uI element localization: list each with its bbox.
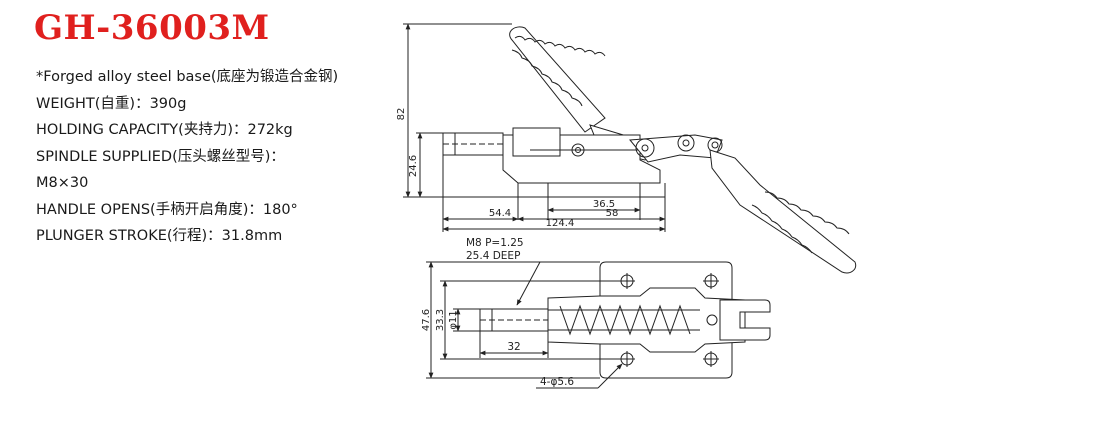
- spec-handle-opens: HANDLE OPENS(手柄开启角度)：180°: [36, 201, 298, 218]
- spec-spindle-supplied: SPINDLE SUPPLIED(压头螺丝型号)：: [36, 148, 285, 165]
- handle-yoke: [719, 299, 771, 341]
- spec-list: *Forged alloy steel base(底座为锻造合金钢) WEIGH…: [36, 64, 366, 250]
- spec-weight: WEIGHT(自重)：390g: [36, 95, 187, 112]
- dim-length-overall: 124.4: [442, 218, 666, 232]
- spec-spindle-size: M8×30: [36, 175, 89, 191]
- thread-note-depth: 25.4 DEEP: [466, 250, 520, 262]
- dim-width-overall-label: 47.6: [421, 309, 432, 331]
- dim-height-overall-label: 82: [396, 108, 407, 121]
- thread-note-pitch: M8 P=1.25: [466, 237, 524, 249]
- dim-58-label: 58: [606, 208, 619, 219]
- spec-holding-capacity: HOLDING CAPACITY(夹持力)：272kg: [36, 122, 293, 138]
- dim-hole-spacing-label: 33.3: [435, 309, 446, 331]
- dim-365: 36.5: [547, 199, 641, 213]
- dim-height-overall: 82: [396, 23, 512, 198]
- dim-height-base: 24.6: [408, 132, 443, 198]
- side-view: 82 24.6 36.5 54.4 58 124.4: [396, 23, 857, 274]
- top-view: M8 P=1.25 25.4 DEEP 47.6: [421, 237, 771, 389]
- handle-grip-upper: [509, 26, 606, 133]
- dim-length-overall-label: 124.4: [546, 218, 575, 229]
- spring: [559, 304, 691, 336]
- dim-58-544: 54.4 58: [442, 208, 666, 222]
- product-model-title: GH-36003M: [34, 8, 270, 48]
- spec-plunger-stroke: PLUNGER STROKE(行程)：31.8mm: [36, 228, 283, 244]
- dim-width-overall: 47.6: [421, 261, 600, 379]
- dim-mount-holes-label: 4-φ5.6: [540, 376, 574, 388]
- clamp-body-top: [547, 287, 746, 353]
- spec-base-material: *Forged alloy steel base(底座为锻造合金钢): [36, 69, 339, 85]
- dim-plunger-length: 32: [479, 331, 549, 358]
- dim-plunger-dia-label: φ11: [448, 310, 459, 329]
- dim-plunger-dia: φ11: [448, 308, 480, 332]
- handle-grip-lower: [709, 149, 857, 274]
- dim-plunger-length-label: 32: [507, 341, 520, 353]
- dim-mount-holes: 4-φ5.6: [536, 363, 623, 389]
- dim-544-label: 54.4: [489, 208, 511, 219]
- dim-hole-spacing: 33.3: [435, 280, 621, 360]
- dim-height-base-label: 24.6: [408, 155, 419, 177]
- technical-drawing: 82 24.6 36.5 54.4 58 124.4: [396, 23, 857, 389]
- dim-365-label: 36.5: [593, 199, 615, 210]
